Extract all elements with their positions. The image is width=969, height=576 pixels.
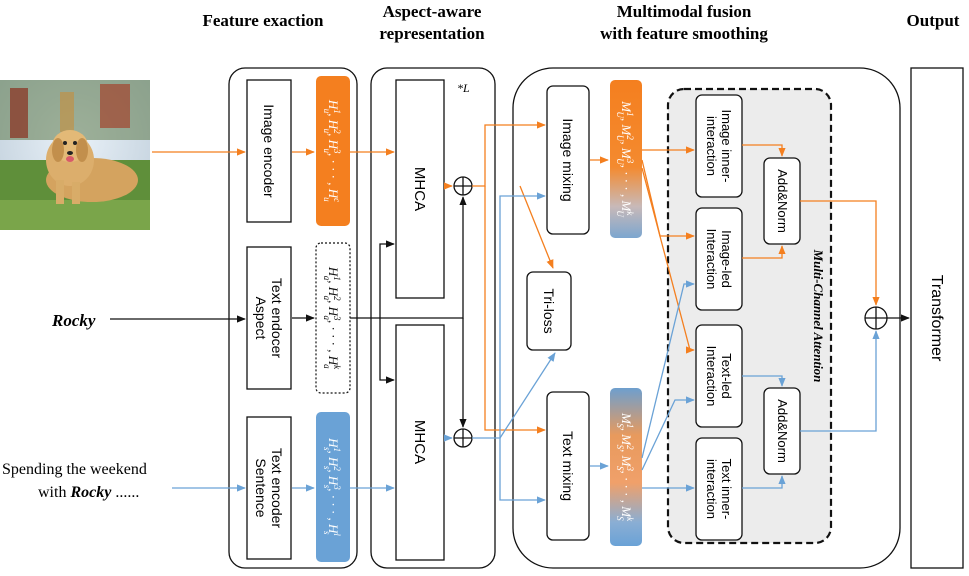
aspect-encoder-label-2: Aspect [253, 297, 269, 340]
text-inner-label-1: Text inner- [719, 459, 734, 520]
arrow-image-inner-to-addnorm [742, 144, 786, 157]
mhca-bottom-box [395, 324, 445, 561]
text-inner-label-2: interaction [704, 459, 719, 519]
image-led-label-2: Interaction [704, 229, 719, 290]
arrow-aspect-to-mhca-bottom [379, 318, 395, 384]
image-mixed-seq-box [610, 80, 642, 238]
arrow-addnorm-top-to-fusion-add [800, 200, 880, 306]
aspect-encoder-label-1: Text endocer [269, 278, 285, 358]
image-inner-label-1: Image inner- [719, 110, 734, 183]
arrow-to-tri-loss-orange [519, 185, 554, 269]
image-inner-interaction-box [695, 94, 743, 198]
multi-channel-attention-title: Multi-Channel Attention [811, 249, 826, 383]
image-mixing-box [546, 85, 590, 235]
image-feature-seq-box [316, 76, 350, 226]
transformer-box [910, 67, 964, 569]
image-encoder-box [246, 79, 292, 223]
arrow-addnorm-bottom-to-fusion-add [800, 330, 880, 432]
tri-loss-label: Tri-loss [541, 288, 557, 333]
aspect-feature-seq-text: H1a, H2a, H3a, · · · , Hka [322, 266, 342, 370]
mhca-top-label: MHCA [411, 167, 428, 211]
image-encoder-label: Image encoder [261, 104, 277, 198]
image-feature-seq-text: H1u, H2u, H3u, · · · , Hcu [322, 99, 342, 202]
aspect-word: Rocky [51, 311, 96, 330]
sentence-feature-seq-box [316, 412, 350, 562]
arrow-to-tri-loss-blue [499, 352, 556, 439]
text-led-label-2: Interaction [704, 346, 719, 407]
mhca-top-box [395, 79, 445, 299]
image-led-interaction-box [695, 207, 743, 311]
arrow-add-top-to-text-mixing [484, 186, 546, 434]
header-output: Output [907, 11, 960, 30]
aspect-encoder-box [246, 246, 292, 390]
add-norm-top-label: Add&Norm [775, 169, 790, 233]
add-norm-bottom-label: Add&Norm [775, 399, 790, 463]
multi-channel-attention-panel [666, 87, 833, 545]
sentence-encoder-label-1: Text encoder [269, 448, 285, 528]
header-fusion-line2: with feature smoothing [600, 24, 768, 43]
header-aspect-line1: Aspect-aware [383, 2, 482, 21]
mhca-bottom-label: MHCA [411, 420, 428, 464]
sentence-encoder-box [246, 416, 292, 560]
image-led-label-1: Image-led [719, 230, 734, 288]
arrow-image-led-to-addnorm [742, 245, 786, 259]
sentence-encoder-label-2: Sentence [253, 458, 269, 517]
arrow-seq-to-text-led [641, 167, 695, 354]
text-mixed-seq-text: M1S, M2S, M3S, · · · , MkS [615, 412, 635, 522]
text-mixing-box [546, 391, 590, 541]
residual-add-bottom-icon [453, 428, 473, 448]
header-fusion-line1: Multimodal fusion [617, 2, 752, 21]
arrow-seq-to-image-led-blue [641, 280, 695, 459]
text-led-label-1: Text-led [719, 353, 734, 399]
header-feature-extraction: Feature exaction [202, 11, 324, 30]
sentence-line-1: Spending the weekend [2, 461, 147, 478]
text-mixing-label: Text mixing [560, 431, 576, 501]
arrow-add-top-to-image-mixing [472, 121, 546, 187]
arrow-add-bottom-to-text-mixing [499, 438, 546, 504]
sentence-line-2: with Rocky ...... [38, 484, 139, 501]
text-inner-interaction-box [695, 437, 743, 541]
arrow-text-led-to-addnorm [742, 375, 786, 387]
arrow-add-bottom-to-image-mixing [472, 192, 546, 439]
image-mixing-label: Image mixing [560, 118, 576, 201]
connector-arrows [110, 121, 910, 504]
tri-loss-box [526, 271, 572, 351]
sentence-feature-seq-text: H1s, H2s, H3s, · · · , Hls [322, 437, 342, 536]
header-aspect-line2: representation [379, 24, 485, 43]
arrow-aspect-to-mhca-top [379, 240, 395, 318]
layer-count-mark: *L [457, 81, 470, 95]
arrow-text-inner-to-addnorm [742, 475, 786, 489]
residual-add-top-icon [453, 176, 473, 196]
image-inner-label-2: interaction [704, 116, 719, 176]
arrow-seq-to-text-led-blue [641, 396, 695, 471]
text-mixed-seq-box [610, 388, 642, 546]
image-mixed-seq-text: M1U, M2U, M3U, · · · , MkU [615, 100, 635, 217]
transformer-label: Transformer [928, 275, 945, 362]
dog-photo [0, 80, 150, 230]
fusion-add-icon [864, 306, 888, 330]
